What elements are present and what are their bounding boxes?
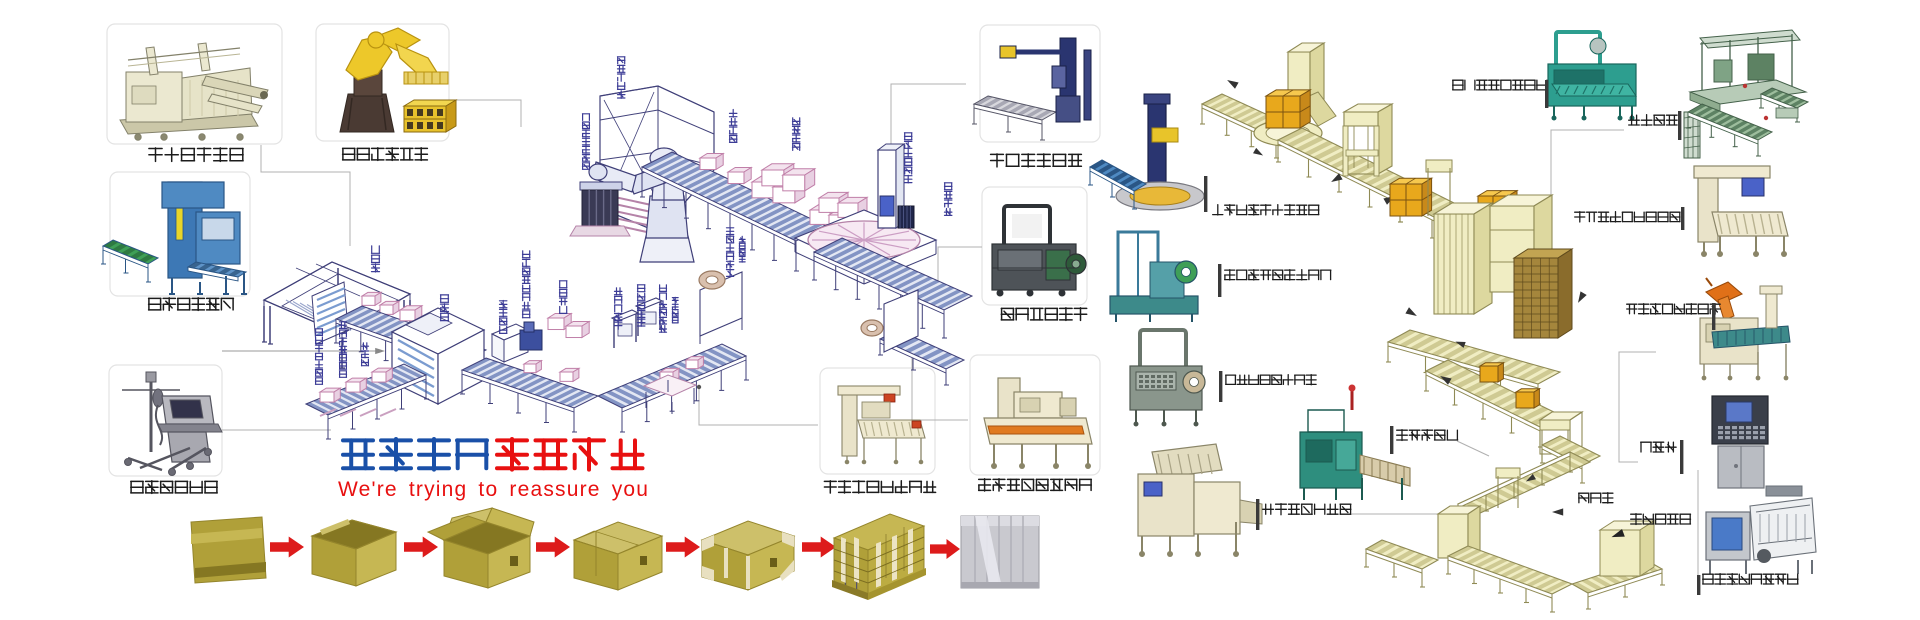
svg-text:We're trying to reassure you: We're trying to reassure you (338, 478, 649, 501)
